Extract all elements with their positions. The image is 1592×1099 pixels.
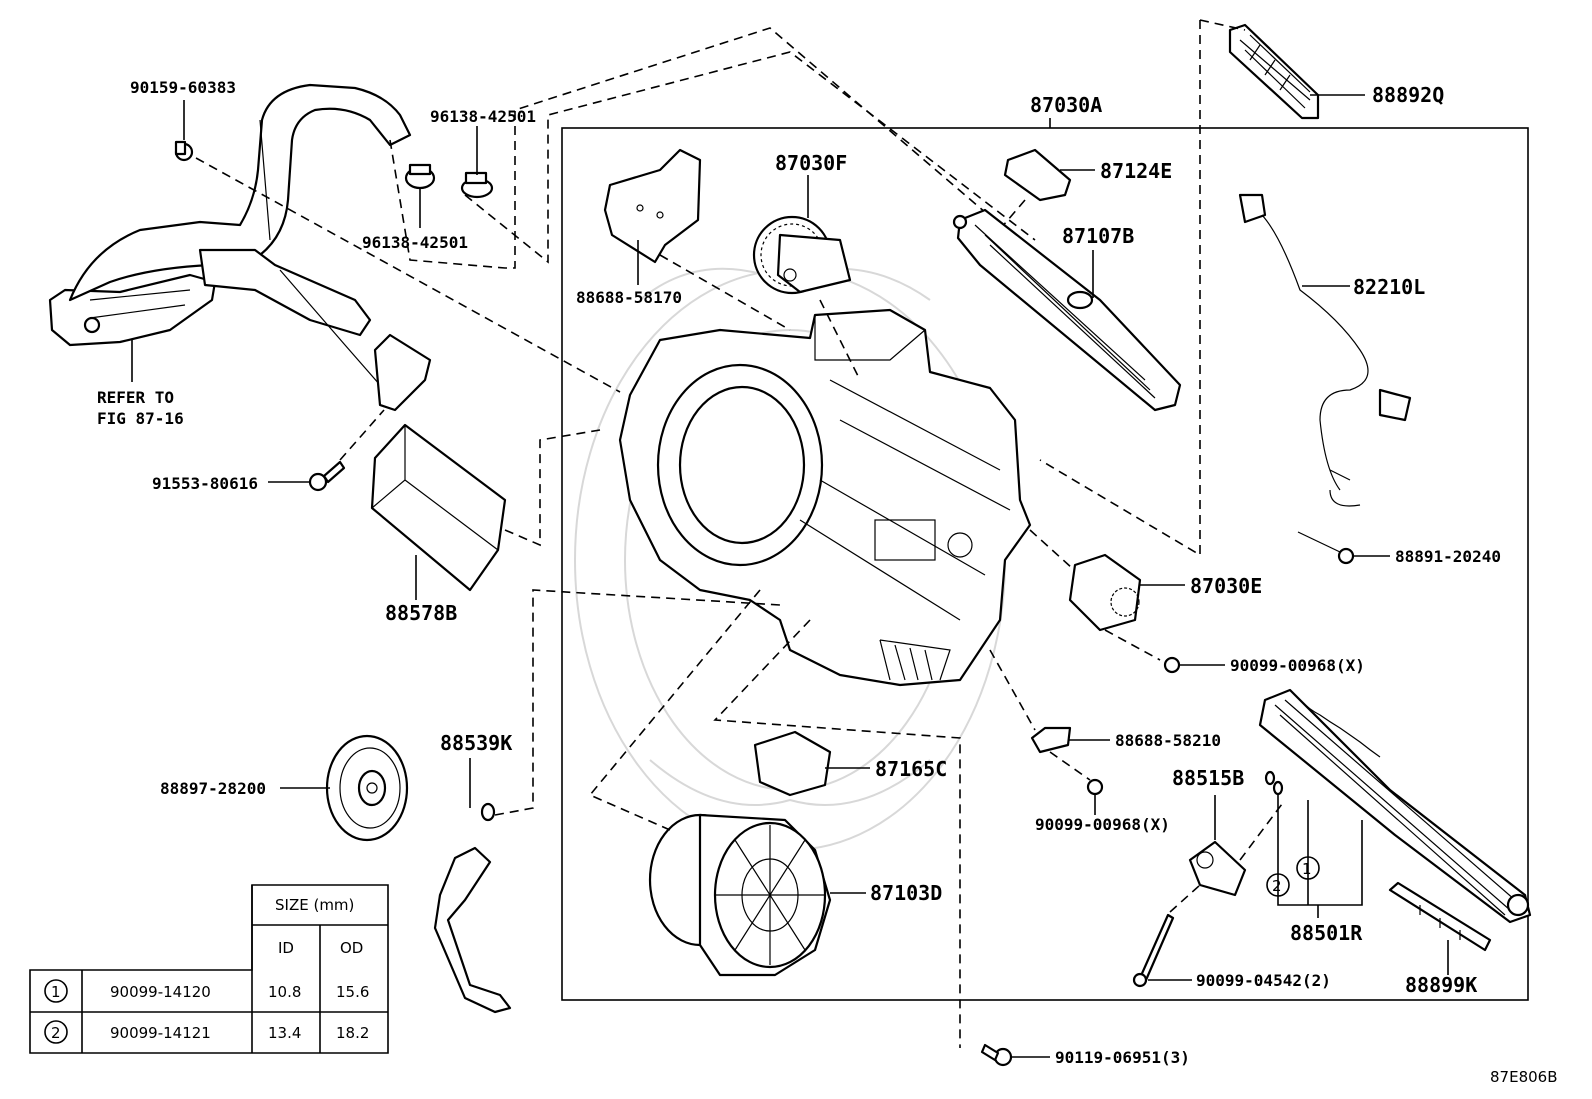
label-88501R: 88501R — [1290, 921, 1363, 945]
label-refer-line1: REFER TO — [97, 388, 174, 407]
label-88891-20240: 88891-20240 — [1395, 547, 1501, 566]
actuator-87030E[interactable] — [1068, 553, 1142, 632]
label-87030A: 87030A — [1030, 93, 1102, 117]
size-table-row2-od: 18.2 — [336, 1024, 369, 1042]
label-82210L: 82210L — [1353, 275, 1425, 299]
evaporator-87107B[interactable] — [952, 208, 1182, 412]
size-table-row2-part: 90099-14121 — [110, 1024, 211, 1042]
grommet-88897-28200[interactable] — [325, 734, 409, 842]
label-91553-80616: 91553-80616 — [152, 474, 258, 493]
o-ring-pair[interactable] — [1264, 770, 1284, 796]
hose-clamp-upper[interactable] — [460, 171, 494, 199]
screw-90099-00968-a[interactable] — [1163, 656, 1181, 674]
label-90119-06951: 90119-06951(3) — [1055, 1048, 1190, 1067]
wire-harness-82210L[interactable] — [1238, 193, 1412, 507]
label-87165C: 87165C — [875, 757, 947, 781]
heater-core-88501R[interactable] — [1258, 688, 1532, 924]
size-table-col-od: OD — [340, 939, 363, 957]
bracket-88688-58210[interactable] — [1030, 726, 1072, 754]
marker-1-circle — [1296, 856, 1320, 880]
actuator-87030F[interactable] — [752, 215, 852, 295]
marker-1-text: 1 — [1302, 860, 1312, 878]
size-table-row1-mark: 1 — [51, 983, 61, 1001]
label-87103D: 87103D — [870, 881, 942, 905]
label-96138-42501-bottom: 96138-42501 — [362, 233, 468, 252]
label-87030F: 87030F — [775, 151, 847, 175]
label-88688-58210: 88688-58210 — [1115, 731, 1221, 750]
label-87107B: 87107B — [1062, 224, 1134, 248]
sensor-87124E[interactable] — [1003, 148, 1072, 202]
label-96138-42501-top: 96138-42501 — [430, 107, 536, 126]
drain-hose-88539K[interactable] — [433, 802, 512, 1014]
marker-2-text: 2 — [1272, 877, 1282, 895]
label-90159-60383: 90159-60383 — [130, 78, 236, 97]
size-table-col-id: ID — [278, 939, 294, 957]
expansion-valve-88515B[interactable] — [1188, 840, 1247, 897]
bolt-90099-04542[interactable] — [1132, 913, 1175, 988]
duct-88578B[interactable] — [370, 423, 507, 592]
hose-clamp-lower[interactable] — [404, 163, 436, 190]
size-table-row1-part: 90099-14120 — [110, 983, 211, 1001]
assembly-frame-87030A — [561, 127, 1529, 1001]
label-88688-58170: 88688-58170 — [576, 288, 682, 307]
blower-motor-87103D[interactable] — [648, 813, 832, 977]
label-88515B: 88515B — [1172, 766, 1244, 790]
label-88578B: 88578B — [385, 601, 457, 625]
screw-90119-06951[interactable] — [980, 1043, 1013, 1067]
heater-pipe-assembly[interactable] — [48, 83, 432, 412]
size-table-row2-id: 13.4 — [268, 1024, 301, 1042]
blower-case-main[interactable] — [618, 308, 1032, 687]
bolt-90159-60383[interactable] — [174, 140, 194, 162]
seal-88899K[interactable] — [1388, 881, 1492, 952]
size-table-row2-mark: 2 — [51, 1024, 61, 1042]
label-88897-28200: 88897-28200 — [160, 779, 266, 798]
label-90099-00968-a: 90099-00968(X) — [1230, 656, 1365, 675]
filter-88892Q[interactable] — [1228, 23, 1320, 120]
marker-2-circle — [1266, 873, 1290, 897]
label-88899K: 88899K — [1405, 973, 1477, 997]
label-90099-04542: 90099-04542(2) — [1196, 971, 1331, 990]
figure-code: 87E806B — [1490, 1068, 1558, 1086]
size-table-header: SIZE (mm) — [275, 896, 354, 914]
screw-90099-00968-b[interactable] — [1086, 778, 1104, 796]
size-table: SIZE (mm) ID OD 1 90099-14120 10.8 15.6 … — [29, 884, 389, 1054]
size-table-row1-id: 10.8 — [268, 983, 301, 1001]
size-table-row1-od: 15.6 — [336, 983, 369, 1001]
controller-87165C[interactable] — [753, 730, 832, 797]
bracket-88688-58170[interactable] — [603, 148, 702, 264]
label-87124E: 87124E — [1100, 159, 1172, 183]
label-87030E: 87030E — [1190, 574, 1262, 598]
label-refer-line2: FIG 87-16 — [97, 409, 184, 428]
label-88539K: 88539K — [440, 731, 512, 755]
sensor-88891-20240[interactable] — [1297, 531, 1355, 565]
label-90099-00968-b: 90099-00968(X) — [1035, 815, 1170, 834]
screw-91553-80616[interactable] — [308, 460, 346, 492]
label-88892Q: 88892Q — [1372, 83, 1444, 107]
